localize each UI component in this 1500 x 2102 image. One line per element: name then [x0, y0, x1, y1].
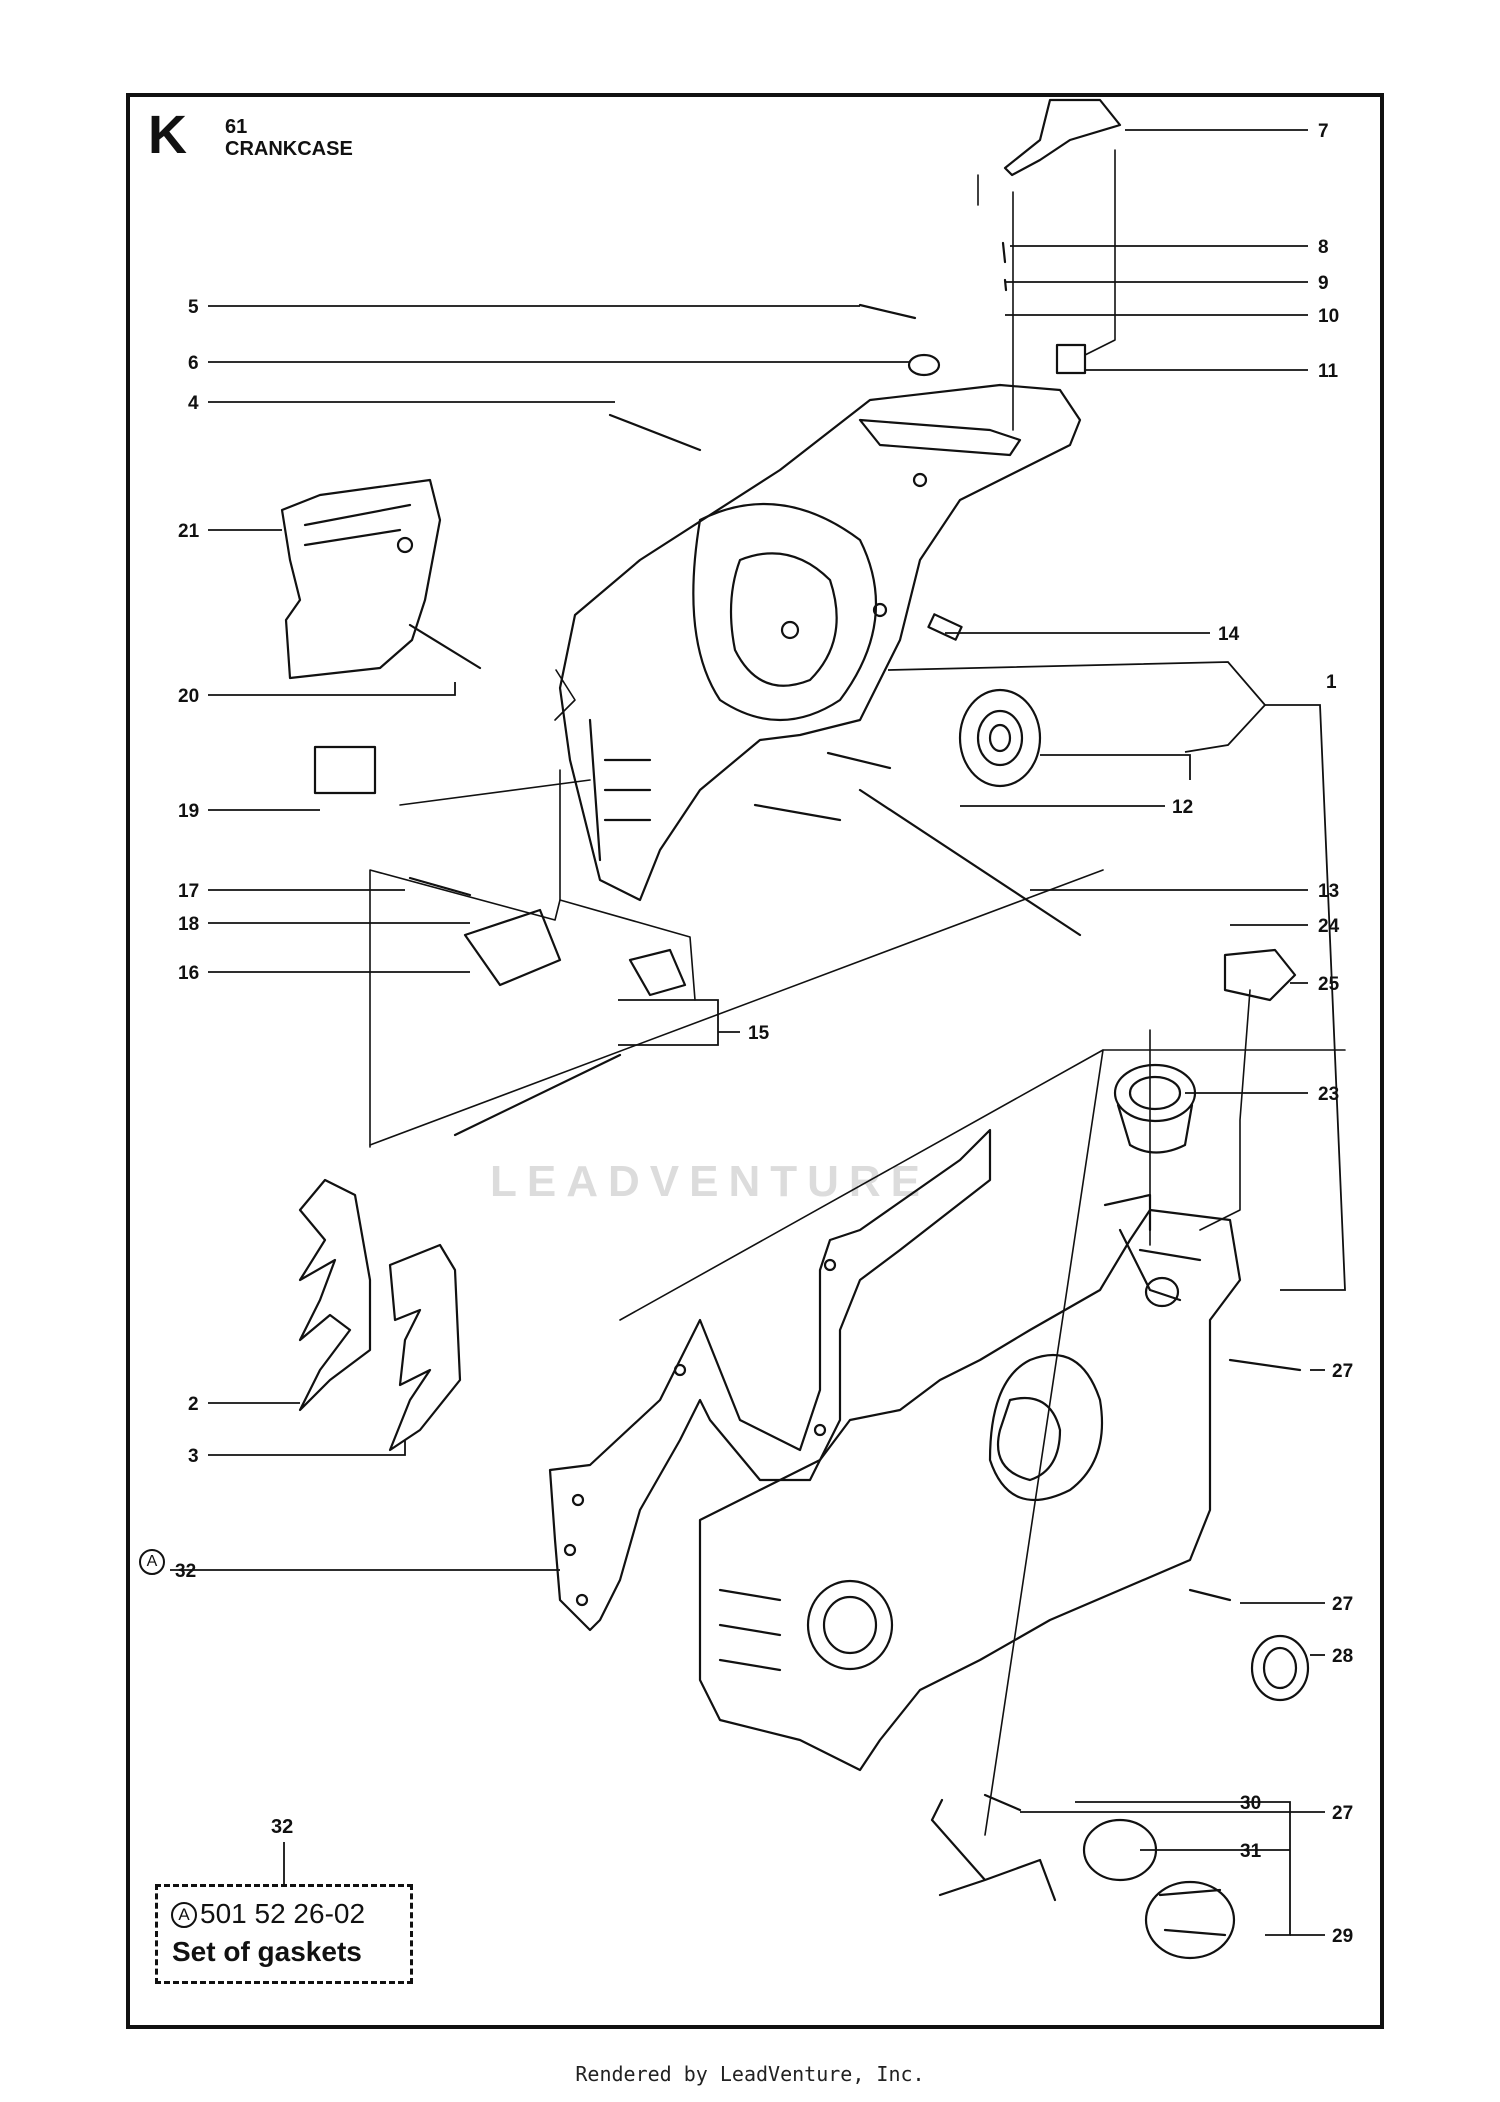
callout-5: 5: [188, 297, 199, 318]
callout-24: 24: [1318, 916, 1340, 937]
callout-32: 32: [175, 1561, 196, 1582]
diagram-frame: [126, 93, 1384, 2029]
callout-4: 4: [188, 393, 199, 414]
callout-8: 8: [1318, 237, 1329, 258]
crankcase-upper-drawing: [558, 383, 1082, 902]
callout-15: 15: [748, 1023, 770, 1044]
callout-17: 17: [178, 881, 199, 902]
kit-callout-number: 32: [271, 1816, 294, 1838]
section-title: CRANKCASE: [225, 138, 353, 160]
callout-27-lower: 27: [1332, 1803, 1353, 1824]
kit-legend-box: [155, 1884, 413, 1984]
callout-29: 29: [1332, 1926, 1353, 1947]
callout-12: 12: [1172, 797, 1193, 818]
callout-6: 6: [188, 353, 199, 374]
leader-lines: [170, 129, 1346, 1936]
chain-guide-plate-drawing: [280, 478, 442, 680]
bumper-spikes-drawing: [298, 1178, 462, 1452]
callout-27-upper: 27: [1332, 1361, 1353, 1382]
bearing-drawing: [958, 688, 1042, 788]
kit-description: Set of gaskets: [172, 1936, 362, 1967]
callout-10: 10: [1318, 306, 1339, 327]
callout-20: 20: [178, 686, 199, 707]
callout-30: 30: [1240, 1793, 1261, 1814]
kit-part-number: 501 52 26-02: [200, 1898, 366, 1929]
callout-2: 2: [188, 1394, 199, 1415]
kit-marker: A: [171, 1902, 197, 1928]
callout-19: 19: [178, 801, 199, 822]
footer-credit: Rendered by LeadVenture, Inc.: [575, 2062, 925, 2086]
callout-1: 1: [1326, 672, 1337, 693]
callout-7: 7: [1318, 121, 1329, 142]
section-number: 61: [225, 116, 248, 138]
callout-16: 16: [178, 963, 199, 984]
callout-21: 21: [178, 521, 200, 542]
callout-31: 31: [1240, 1841, 1262, 1862]
callout-3: 3: [188, 1446, 199, 1467]
small-parts-drawing: [313, 98, 1297, 1902]
watermark-text: LEADVENTURE: [490, 1157, 931, 1206]
callout-13: 13: [1318, 881, 1339, 902]
connection-lines: [369, 149, 1346, 1836]
callout-28: 28: [1332, 1646, 1353, 1667]
callout-14: 14: [1218, 624, 1240, 645]
callout-25: 25: [1318, 974, 1340, 995]
callout-18: 18: [178, 914, 199, 935]
intake-boot-drawing: [1113, 1063, 1197, 1154]
bolts-drawing: [408, 303, 1302, 1812]
callout-23: 23: [1318, 1084, 1339, 1105]
callout-27-middle: 27: [1332, 1594, 1353, 1615]
callout-11: 11: [1318, 361, 1339, 382]
seal-and-cap-drawing: [1082, 1634, 1310, 1960]
callout-9: 9: [1318, 273, 1329, 294]
gasket-drawing: [548, 1128, 992, 1632]
crankcase-lower-drawing: [698, 1208, 1242, 1772]
section-letter: K: [148, 105, 187, 165]
gasket-kit-marker: A: [139, 1549, 165, 1575]
